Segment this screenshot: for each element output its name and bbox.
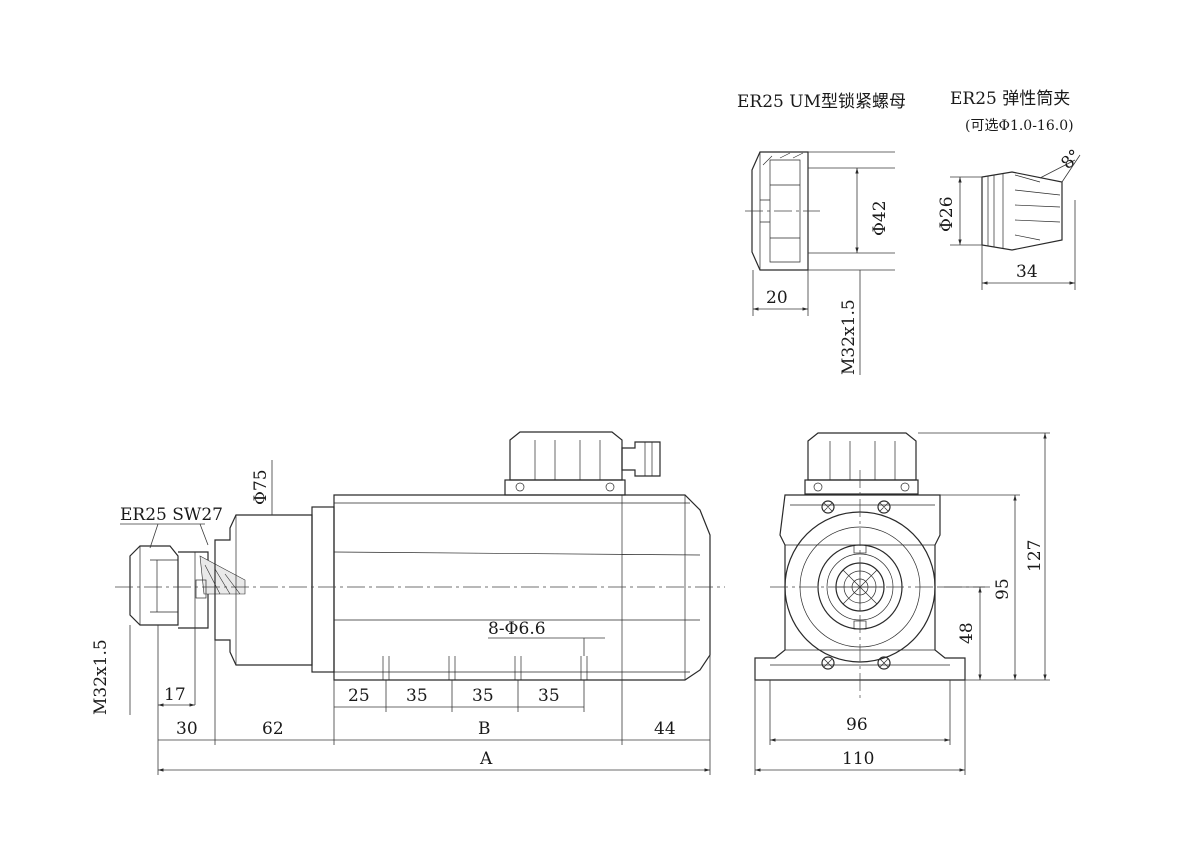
collet-length-label: 34: [1016, 262, 1038, 282]
side-dia75: Φ75: [251, 469, 271, 505]
side-pitch35b: 35: [472, 686, 494, 706]
side-pitch35c: 35: [538, 686, 560, 706]
front-dim127: 127: [1025, 540, 1045, 572]
front-dim95: 95: [993, 578, 1013, 600]
side-thread: M32x1.5: [91, 639, 111, 715]
side-dimA: A: [479, 749, 493, 769]
front-dim96: 96: [846, 715, 868, 735]
side-dim17: 17: [164, 685, 186, 705]
collet-view: ER25 弹性筒夹 (可选Φ1.0-16.0) 8° Φ26 34: [937, 89, 1085, 290]
nut-width-label: 20: [766, 288, 788, 308]
nut-thread-label: M32x1.5: [839, 299, 859, 375]
collet-angle: 8°: [1057, 146, 1085, 174]
front-view: 96 110 127 95 48: [754, 432, 1050, 775]
front-dim110: 110: [842, 749, 874, 769]
lock-nut-view: ER25 UM型锁紧螺母 Φ42 20 M32x1.5: [737, 92, 906, 375]
terminal-box: [509, 431, 623, 481]
side-dimB: B: [478, 719, 491, 739]
side-dim62: 62: [262, 719, 284, 739]
side-dim44: 44: [654, 719, 676, 739]
side-pitch25: 25: [348, 686, 370, 706]
side-nut-label: ER25 SW27: [120, 505, 223, 525]
side-pitch35a: 35: [406, 686, 428, 706]
side-holes: 8-Φ6.6: [488, 619, 546, 639]
collet-title: ER25 弹性筒夹: [950, 89, 1070, 109]
side-view: ER25 SW27 Φ75 M32x1.5 17 8-Φ6.6 25 35 35…: [91, 431, 725, 775]
collet-dia-label: Φ26: [937, 196, 957, 232]
front-terminal-box: [807, 432, 917, 481]
collet-range: (可选Φ1.0-16.0): [965, 118, 1074, 134]
motor-housing: [333, 494, 711, 681]
nut-dia-label: Φ42: [870, 200, 890, 236]
side-dim30: 30: [176, 719, 198, 739]
front-dim48: 48: [957, 622, 977, 644]
side-nut: [129, 545, 179, 626]
cable-gland: [621, 441, 661, 477]
nut-title: ER25 UM型锁紧螺母: [737, 92, 906, 112]
